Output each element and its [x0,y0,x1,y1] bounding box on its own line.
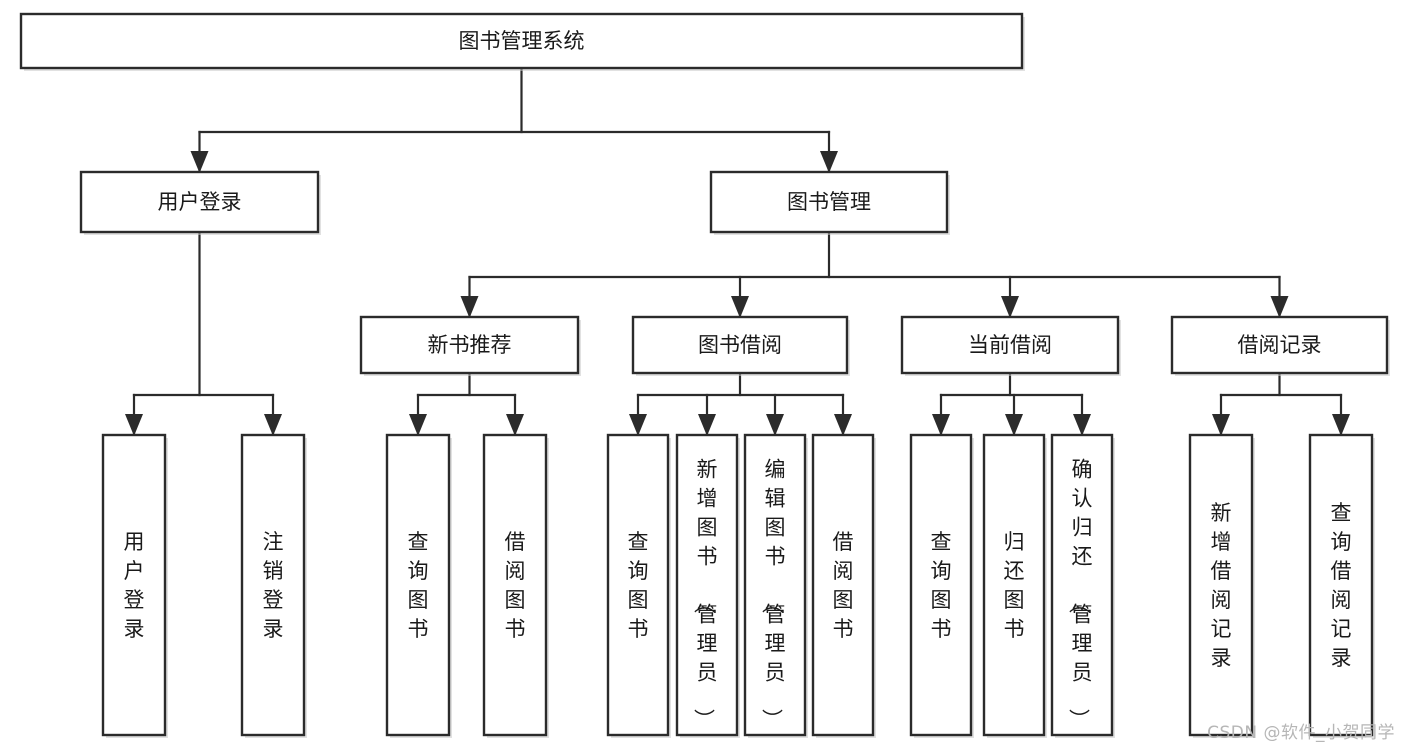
node-box[interactable] [606,433,670,737]
node-box[interactable] [909,433,973,737]
edge-arrow-icon [820,151,838,173]
node-box[interactable] [1050,433,1114,737]
node-label: 新增借阅记录 [1211,501,1232,670]
node-box[interactable] [1308,433,1374,737]
node-box[interactable] [811,433,875,737]
node-leaf-add-record[interactable]: 新增借阅记录 [1188,433,1255,738]
node-box[interactable] [359,315,580,375]
edge-group-user_login [125,230,282,436]
node-box[interactable] [79,170,320,234]
edge-group-root [190,66,838,173]
edge-arrow-icon [460,296,479,318]
edge-arrow-icon [125,414,143,436]
node-label: 确认归还（管理员） [1067,458,1093,730]
node-label: 查询图书 [628,530,649,641]
edge-arrow-icon [264,414,282,436]
node-label: 借阅记录 [1238,333,1322,357]
node-box[interactable] [19,12,1024,70]
node-box[interactable] [482,433,548,737]
edge-arrow-icon [1001,296,1019,318]
node-leaf-user-login[interactable]: 用户登录 [101,433,168,738]
edge-arrow-icon [698,414,716,436]
node-box[interactable] [240,433,306,737]
edge-arrow-icon [190,151,209,173]
node-label: 用户登录 [124,530,145,641]
edge-arrow-icon [1073,414,1091,436]
edges-layer [125,66,1350,436]
node-leaf-edit-book[interactable]: 编辑图书（管理员） [743,433,808,738]
node-box[interactable] [982,433,1046,737]
node-label: 注销登录 [263,530,284,641]
node-box[interactable] [631,315,849,375]
node-label: 新增图书（管理员） [692,458,718,730]
node-box[interactable] [743,433,807,737]
edge-arrow-icon [409,414,427,436]
edge-group-borrow_record [1212,371,1350,436]
node-label: 用户登录 [158,190,242,214]
node-borrow-record[interactable]: 借阅记录 [1170,315,1390,376]
edge-arrow-icon [834,414,852,436]
edge-group-new_book_rec [409,371,524,436]
edge-group-book_borrow [629,371,852,436]
edge-arrow-icon [1332,414,1350,436]
node-label: 借阅图书 [505,530,526,641]
edge-arrow-icon [1270,296,1289,318]
node-box[interactable] [101,433,167,737]
edge-arrow-icon [766,414,784,436]
node-leaf-query-book-2[interactable]: 查询图书 [606,433,671,738]
edge-arrow-icon [629,414,647,436]
node-label: 当前借阅 [968,333,1052,357]
node-box[interactable] [709,170,949,234]
node-label: 编辑图书（管理员） [760,458,786,730]
node-box[interactable] [385,433,451,737]
edge-arrow-icon [506,414,524,436]
node-label: 图书管理系统 [459,29,585,53]
node-leaf-query-book-3[interactable]: 查询图书 [909,433,974,738]
node-leaf-return-book[interactable]: 归还图书 [982,433,1047,738]
node-box[interactable] [1170,315,1389,375]
edge-group-current_borrow [932,371,1091,436]
node-label: 图书借阅 [698,333,782,357]
node-label: 查询图书 [408,530,429,641]
edge-arrow-icon [1212,414,1230,436]
node-label: 图书管理 [787,190,871,214]
node-leaf-logout[interactable]: 注销登录 [240,433,307,738]
node-label: 新书推荐 [428,333,512,357]
edge-arrow-icon [1005,414,1023,436]
edge-arrow-icon [932,414,950,436]
node-label: 归还图书 [1004,530,1025,641]
node-box[interactable] [675,433,739,737]
node-label: 查询借阅记录 [1331,501,1352,670]
node-book-mgmt[interactable]: 图书管理 [709,170,950,235]
nodes-layer: 图书管理系统用户登录图书管理新书推荐图书借阅当前借阅借阅记录用户登录注销登录查询… [19,12,1390,738]
edge-group-book_mgmt [460,230,1289,318]
node-current-borrow[interactable]: 当前借阅 [900,315,1121,376]
node-label: 借阅图书 [833,530,854,641]
node-leaf-query-book-1[interactable]: 查询图书 [385,433,452,738]
node-root[interactable]: 图书管理系统 [19,12,1025,71]
node-box[interactable] [1188,433,1254,737]
node-leaf-confirm-return[interactable]: 确认归还（管理员） [1050,433,1115,738]
node-box[interactable] [900,315,1120,375]
node-book-borrow[interactable]: 图书借阅 [631,315,850,376]
node-leaf-query-record[interactable]: 查询借阅记录 [1308,433,1375,738]
node-label: 查询图书 [931,530,952,641]
edge-arrow-icon [731,296,749,318]
node-user-login[interactable]: 用户登录 [79,170,321,235]
node-leaf-borrow-book-2[interactable]: 借阅图书 [811,433,876,738]
node-leaf-borrow-book-1[interactable]: 借阅图书 [482,433,549,738]
node-leaf-add-book[interactable]: 新增图书（管理员） [675,433,740,738]
node-new-book-rec[interactable]: 新书推荐 [359,315,581,376]
